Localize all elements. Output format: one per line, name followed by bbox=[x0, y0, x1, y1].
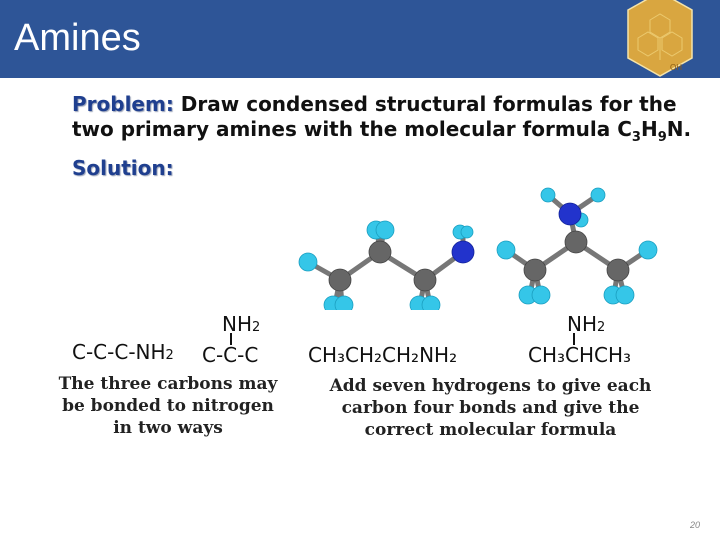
slide-title: Amines bbox=[14, 17, 141, 59]
problem-statement: Problem: Draw condensed structural formu… bbox=[72, 92, 702, 150]
formula-c-subscript: 3 bbox=[631, 130, 641, 145]
title-bar: Amines OH bbox=[0, 0, 720, 78]
condensed-formula-2-amine: NH2 bbox=[567, 312, 606, 336]
ball-and-stick-models bbox=[298, 187, 658, 310]
problem-text-line1: Draw condensed structural formulas for t… bbox=[173, 92, 677, 116]
problem-label: Problem: bbox=[72, 92, 174, 116]
condensed-formula-propylamine: CH₃CH₂CH₂NH₂ bbox=[308, 343, 458, 367]
skeleton-formula-2-amine: NH2 bbox=[222, 312, 261, 336]
solution-label: Solution: bbox=[72, 156, 174, 180]
skeleton-bond-line bbox=[230, 333, 232, 345]
problem-text-line2: two primary amines with the molecular fo… bbox=[72, 117, 632, 141]
formula-h: H bbox=[640, 117, 658, 141]
page-number: 20 bbox=[690, 520, 701, 530]
skeleton-formula-1: C-C-C-NH2 bbox=[72, 340, 174, 364]
condensed-formula-isopropylamine: CH₃CHCH₃ bbox=[528, 343, 632, 367]
svg-text:OH: OH bbox=[670, 63, 682, 72]
note-left: The three carbons may be bonded to nitro… bbox=[58, 374, 278, 438]
note-right: Add seven hydrogens to give each carbon … bbox=[329, 376, 652, 440]
formula-n: N. bbox=[666, 117, 692, 141]
skeleton-formula-2: C-C-C bbox=[202, 343, 259, 367]
condensed-bond-line bbox=[573, 333, 575, 345]
honeycomb-logo-icon: OH bbox=[627, 0, 693, 77]
formula-h-subscript: 9 bbox=[657, 130, 667, 145]
